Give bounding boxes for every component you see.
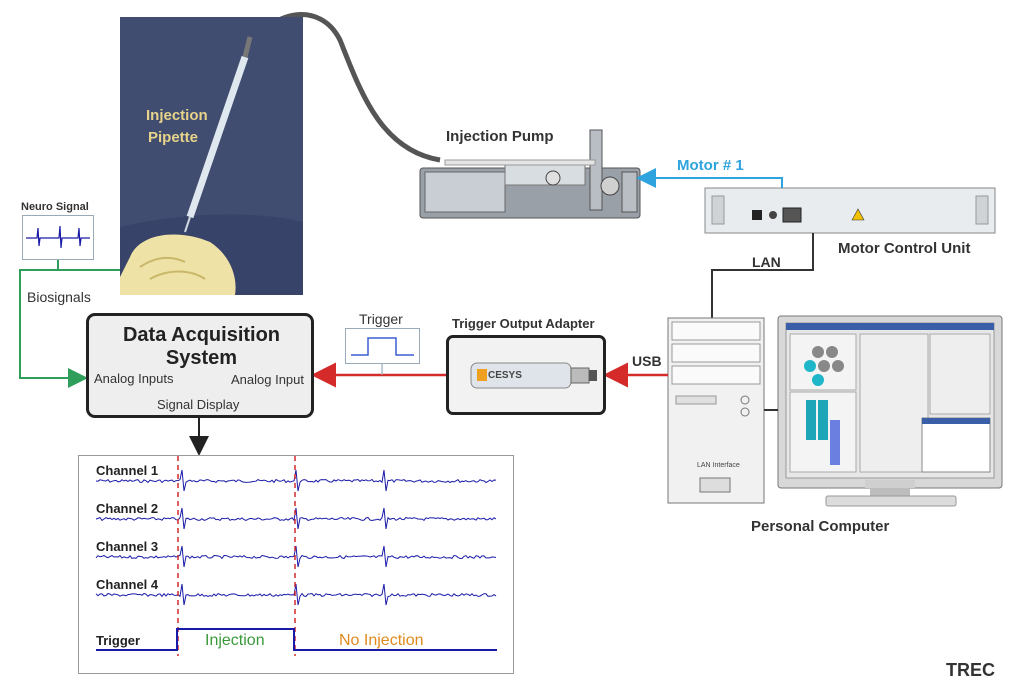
pipette-brain-image [120,17,303,295]
trigger-trace [96,628,497,651]
trigger-output-adapter-box: CESYS [446,335,606,415]
analog-inputs-label: Analog Inputs [94,371,174,386]
analog-input-label: Analog Input [231,372,305,387]
pipette-photo: Injection Pipette [120,17,303,295]
channel-1-trace [95,469,497,492]
lan-link [711,233,814,318]
biosignals-label: Biosignals [27,289,91,305]
trigger-pulse-icon [345,328,420,364]
motor-control-unit-device [704,187,996,234]
signal-display-panel: Channel 1 Channel 2 Channel 3 Channel 4 … [78,455,514,674]
trec-logo-text: TREC [946,660,995,680]
personal-computer-label: Personal Computer [751,518,890,535]
pipette-label-line2: Pipette [148,129,199,146]
computer-tower [667,317,765,504]
daq-title: Data Acquisition System [122,324,281,369]
data-acquisition-system-box: Data Acquisition System Analog Inputs An… [86,313,314,418]
neuro-signal-label: Neuro Signal [21,201,89,213]
channel-4-trace [95,583,497,606]
trigger-trace-label: Trigger [96,633,141,648]
pipette-label-line1: Injection [146,107,208,124]
trigger-icon-label: Trigger [359,311,403,327]
scope-traces [95,456,497,656]
no-injection-label: No Injection [339,632,424,649]
motor-control-unit-label: Motor Control Unit [838,240,971,257]
channel-4-label: Channel 4 [96,577,159,592]
trigger-pulse-wave [351,337,414,356]
signal-display-label: Signal Display [157,397,240,412]
injection-pump-label: Injection Pump [446,128,554,145]
monitor [777,315,1003,507]
motor-label: Motor # 1 [677,157,744,174]
trigger-output-adapter-label: Trigger Output Adapter [452,316,595,331]
channel-3-trace [95,545,497,568]
channel-2-trace [95,507,497,530]
usb-label: USB [632,353,662,369]
channel-2-label: Channel 2 [96,501,159,516]
motor-link [636,168,783,188]
trec-logo: TREC [946,660,995,681]
channel-3-label: Channel 3 [96,539,159,554]
usb-stick-image [470,362,597,389]
biosignals-link [19,260,88,388]
injection-pump-device [419,129,641,219]
lan-label: LAN [752,254,781,270]
channel-1-label: Channel 1 [96,463,159,478]
lan-interface-label: LAN Interface [697,462,740,469]
adapter-brand-label: CESYS [488,370,522,381]
injection-label: Injection [205,632,265,649]
neuro-signal-icon [22,215,94,260]
neuro-signal-wave [26,225,90,249]
